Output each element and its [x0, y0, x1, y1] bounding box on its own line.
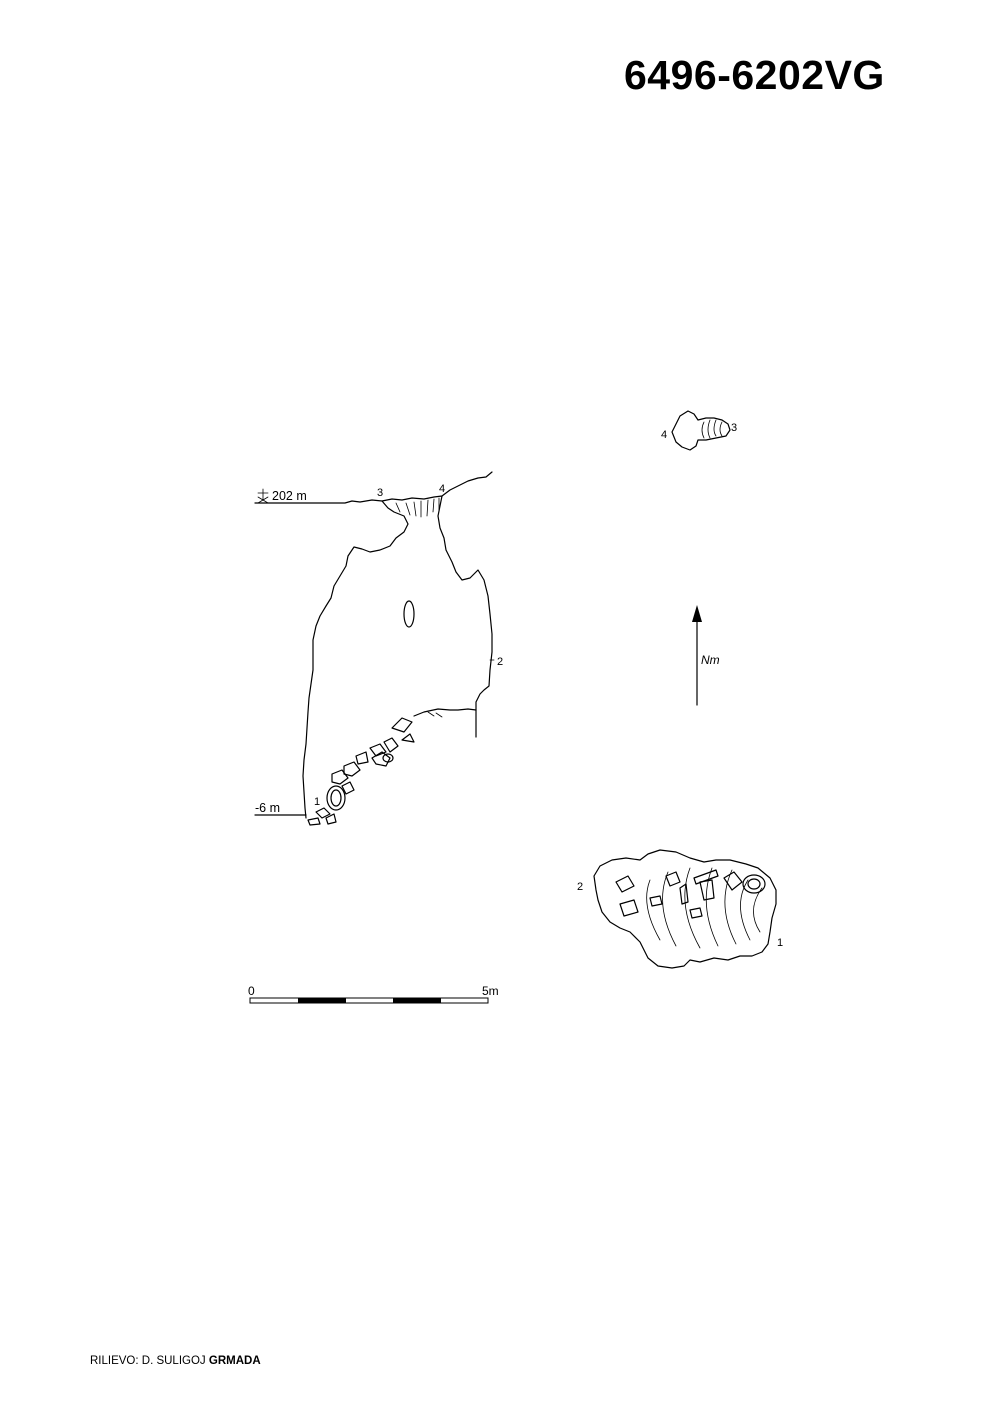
- ground-surface-line: [254, 471, 493, 504]
- scale-end-label: 5m: [482, 984, 499, 998]
- entrance-right-wall: [437, 495, 493, 738]
- entrance-left-wall: [302, 500, 409, 819]
- survey-credit: RILIEVO: D. SULIGOJ GRMADA: [90, 1355, 261, 1367]
- station-label: 4: [661, 429, 667, 441]
- station-label: 4: [439, 483, 445, 495]
- plan-entrance: 4 3: [661, 410, 737, 451]
- station-label: 3: [377, 487, 383, 499]
- station-label: 2: [497, 656, 503, 668]
- scale-start-label: 0: [248, 984, 255, 998]
- north-arrow: Nm: [692, 605, 720, 706]
- station-label: 1: [314, 796, 320, 808]
- elevation-symbol: [257, 488, 269, 504]
- entrance-elevation-label: 202 m: [272, 489, 307, 503]
- plan-outline: [593, 849, 777, 969]
- breakdown-blocks: [307, 711, 443, 826]
- floor-line: [413, 708, 477, 717]
- entrance-hatching: [395, 497, 440, 518]
- north-label: Nm: [701, 653, 720, 667]
- station-label: 3: [731, 422, 737, 434]
- scale-bar: 0 5m: [248, 984, 499, 1004]
- depth-label: -6 m: [255, 801, 280, 815]
- rock-pillar: [403, 600, 415, 628]
- credit-surveyor: RILIEVO: D. SULIGOJ: [90, 1355, 206, 1367]
- station-label: 1: [777, 937, 783, 949]
- station-label: 2: [577, 881, 583, 893]
- cave-code-title: 6496-6202VG: [624, 52, 885, 98]
- credit-organization: GRMADA: [208, 1355, 261, 1367]
- plan-cave: 2 1: [577, 849, 783, 969]
- cave-section: 202 m -6 m 3 4 2 1: [254, 471, 503, 826]
